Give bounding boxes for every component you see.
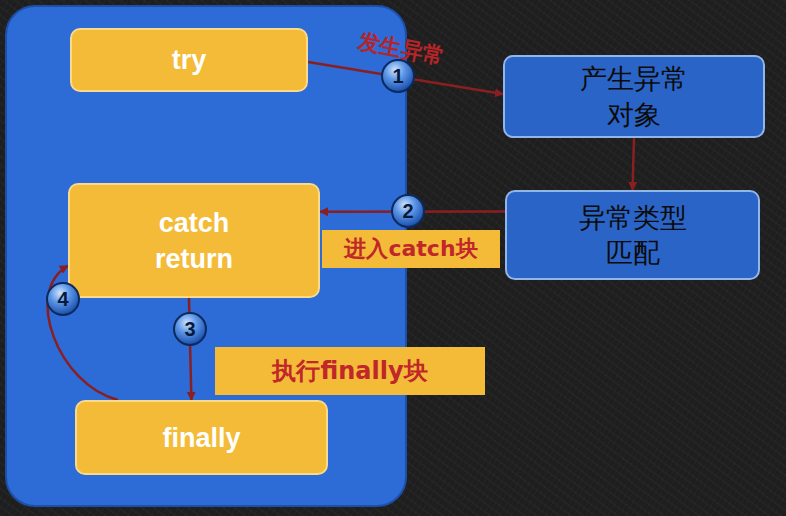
flow-arrow xyxy=(633,138,635,190)
process-box: 异常类型 匹配 xyxy=(505,190,760,280)
callout-circle: 3 xyxy=(173,312,207,346)
code-block: finally xyxy=(75,400,328,475)
label-band: 执行finally块 xyxy=(215,347,485,395)
edge-label: 进入catch块 xyxy=(344,234,477,264)
process-box: 产生异常 对象 xyxy=(503,55,765,138)
node-text: catch xyxy=(159,205,230,241)
node-text: finally xyxy=(162,420,240,456)
callout-circle: 2 xyxy=(391,194,425,228)
callout-circle: 1 xyxy=(381,59,415,93)
label-band: 进入catch块 xyxy=(322,230,500,268)
callout-circle: 4 xyxy=(46,282,80,316)
edge-label: 执行finally块 xyxy=(272,355,427,387)
code-block: catchreturn xyxy=(68,183,320,298)
node-text: 产生异常 对象 xyxy=(572,61,696,131)
callout-number: 4 xyxy=(57,288,68,311)
node-text: try xyxy=(172,42,207,78)
code-block: try xyxy=(70,28,308,92)
callout-number: 3 xyxy=(184,318,195,341)
node-text: return xyxy=(155,241,233,277)
callout-number: 2 xyxy=(402,200,413,223)
node-text: 异常类型 匹配 xyxy=(570,200,694,270)
callout-number: 1 xyxy=(392,65,403,88)
